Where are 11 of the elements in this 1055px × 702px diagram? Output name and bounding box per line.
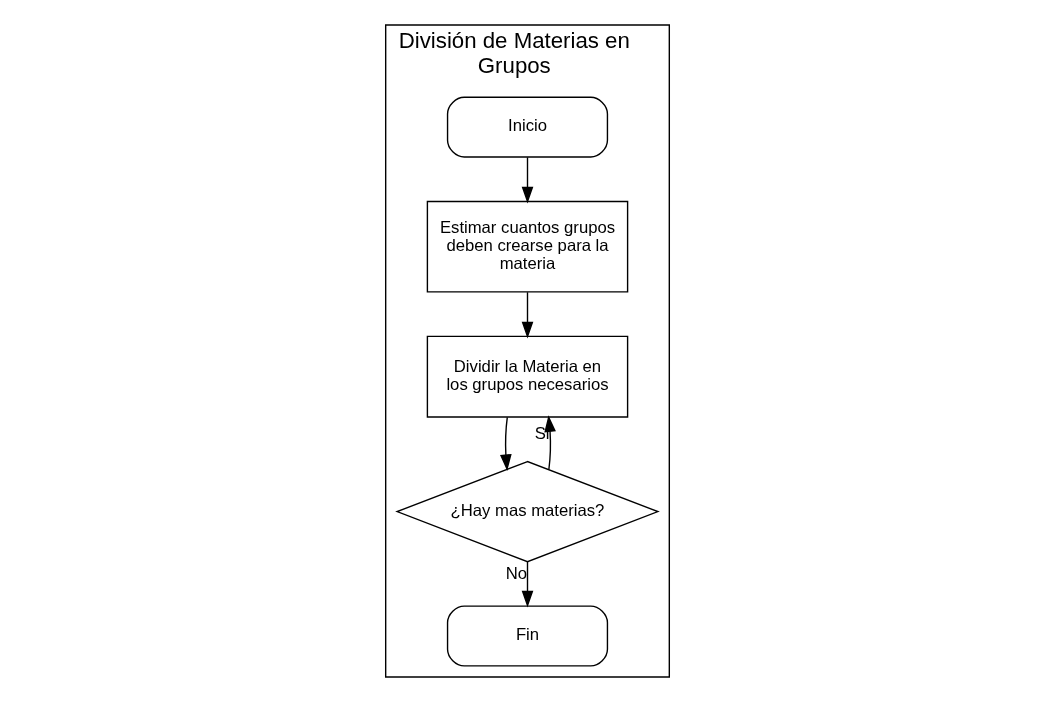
arrow [500,416,512,472]
arrow [521,561,534,608]
node-box: Dividir la Materia en los grupos necesarios [426,335,629,418]
node-box: Fin [446,605,609,667]
arrow [521,156,534,204]
node-diamond: ¿Hay mas materias? [395,460,660,563]
node-box: Estimar cuantos grupos deben crearse para la materia [426,200,629,293]
arrow [521,291,534,339]
node-box: Inicio [446,96,609,158]
arrow [544,415,556,471]
edge-label: No [505,563,528,583]
